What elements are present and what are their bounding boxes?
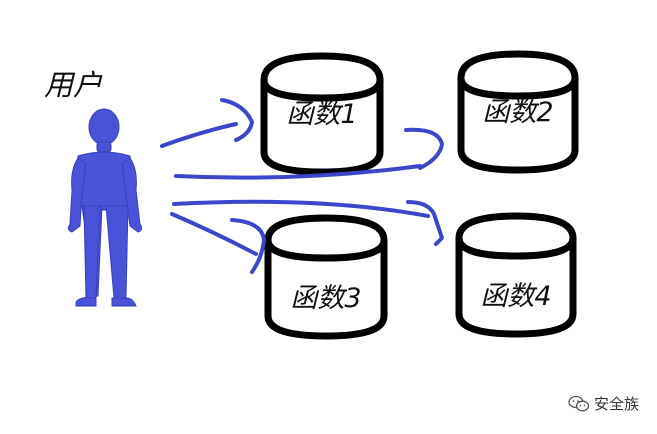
user-label: 用户 bbox=[44, 68, 103, 102]
arrow-head-3 bbox=[230, 218, 266, 274]
arrow-head-4 bbox=[406, 200, 444, 246]
arrow-to-function-1 bbox=[160, 122, 238, 148]
wechat-icon bbox=[568, 395, 590, 411]
function-cylinder-2 bbox=[457, 50, 579, 174]
watermark: 安全族 bbox=[568, 393, 639, 414]
function-label-2: 函数2 bbox=[482, 97, 554, 128]
user-figure bbox=[67, 108, 143, 307]
function-cylinder-1 bbox=[260, 52, 384, 176]
arrow-to-function-4 bbox=[172, 199, 430, 218]
arrow-to-function-2 bbox=[174, 164, 422, 180]
function-label-1: 函数1 bbox=[286, 99, 358, 130]
function-label-3: 函数3 bbox=[290, 283, 362, 314]
arrow-head-2 bbox=[404, 127, 444, 170]
function-label-4: 函数4 bbox=[480, 281, 552, 312]
arrow-head-1 bbox=[220, 98, 254, 142]
watermark-text: 安全族 bbox=[593, 395, 639, 413]
arrow-to-function-3 bbox=[170, 212, 258, 256]
function-cylinder-4 bbox=[455, 212, 577, 338]
function-cylinder-3 bbox=[264, 214, 388, 340]
